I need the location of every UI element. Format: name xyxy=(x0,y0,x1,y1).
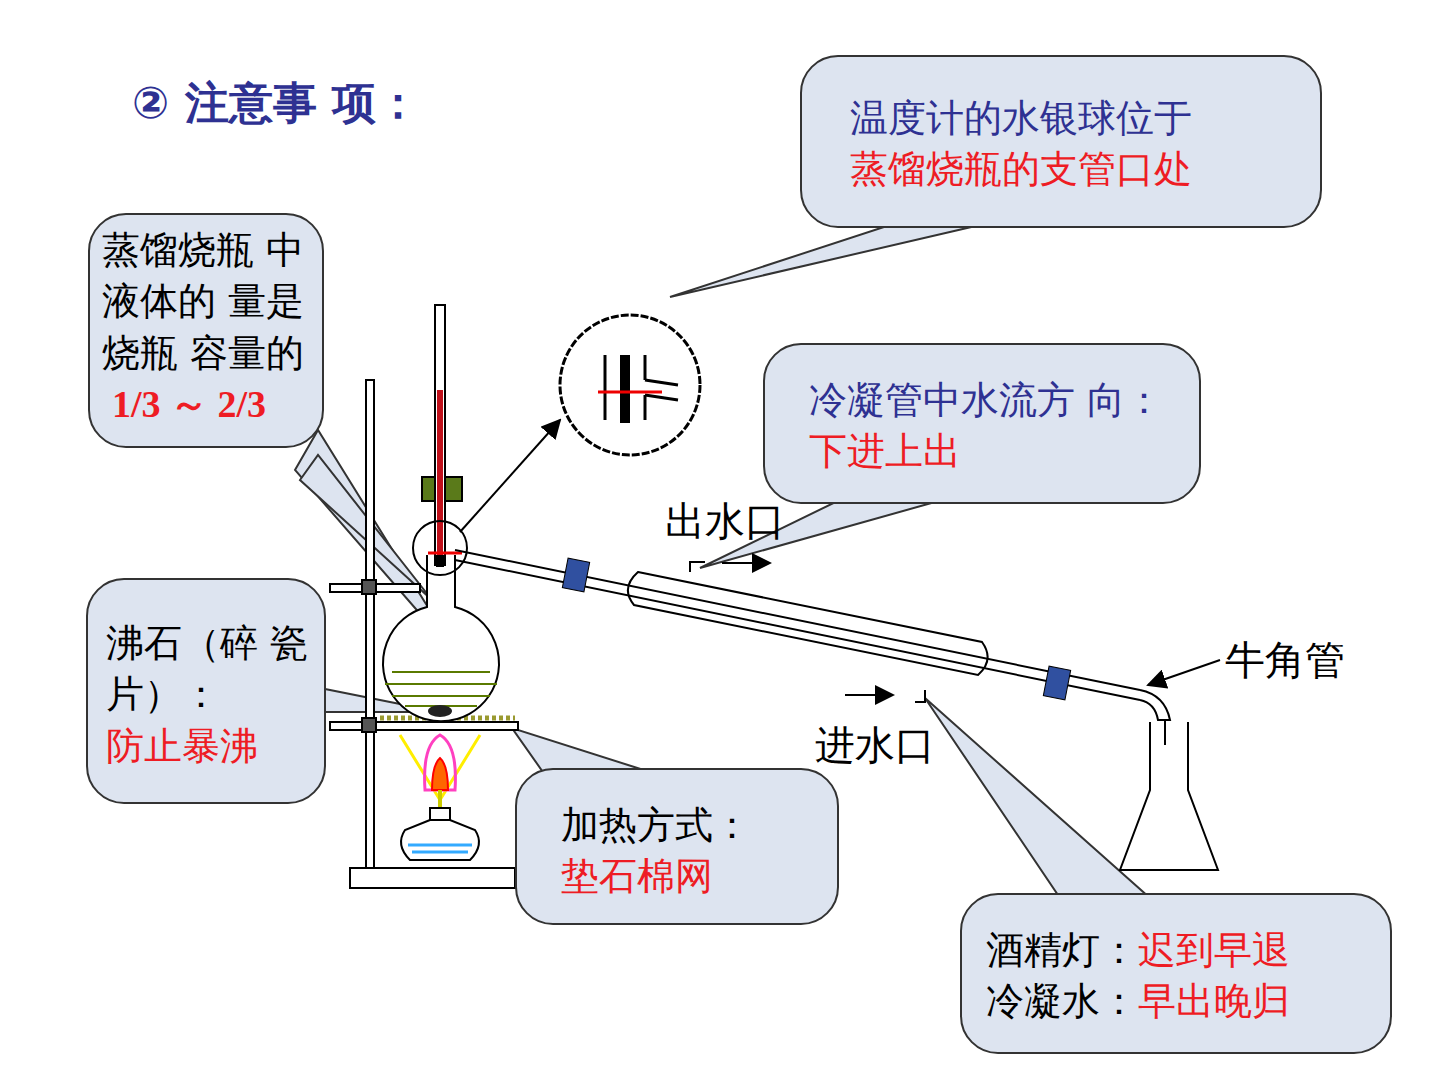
callout-text: 加热方式： xyxy=(561,800,817,851)
slide-title: ② 注意事 项： xyxy=(100,68,432,138)
callout-text: 蒸馏烧瓶的支管口处 xyxy=(850,144,1290,195)
callout-box: 加热方式：垫石棉网 xyxy=(515,768,839,925)
callout-text: 下进上出 xyxy=(809,429,961,473)
callout-text: 迟到早退 xyxy=(1138,928,1290,972)
callout-box: 沸石（碎 瓷片）：防止暴沸 xyxy=(86,578,326,804)
callout-box: 温度计的水银球位于蒸馏烧瓶的支管口处 xyxy=(800,55,1322,228)
callout-text: 防止暴沸 xyxy=(106,721,310,772)
callout-text: 1/3 ～ 2/3 xyxy=(112,383,266,425)
callout-text: 冷凝水： xyxy=(986,979,1138,1023)
callout-text: 酒精灯： xyxy=(986,928,1138,972)
callout-text: 早出晚归 xyxy=(1138,979,1290,1023)
callout-box: 酒精灯：迟到早退冷凝水：早出晚归 xyxy=(960,893,1392,1054)
callout-text: 垫石棉网 xyxy=(561,851,817,902)
callout-text: 蒸馏烧瓶 中液体的 量是烧瓶 容量的 xyxy=(102,228,304,375)
part-label: 出水口 xyxy=(665,494,785,549)
callout-text: 温度计的水银球位于 xyxy=(850,93,1290,144)
callout-box: 冷凝管中水流方 向： 下进上出 xyxy=(763,343,1201,504)
callout-text: 冷凝管中水流方 向： xyxy=(809,378,1163,422)
part-label: 进水口 xyxy=(815,718,935,773)
part-label: 牛角管 xyxy=(1225,633,1345,688)
callout-text: 沸石（碎 瓷片）： xyxy=(106,618,310,721)
callout-box: 蒸馏烧瓶 中液体的 量是烧瓶 容量的 1/3 ～ 2/3 xyxy=(88,213,324,448)
